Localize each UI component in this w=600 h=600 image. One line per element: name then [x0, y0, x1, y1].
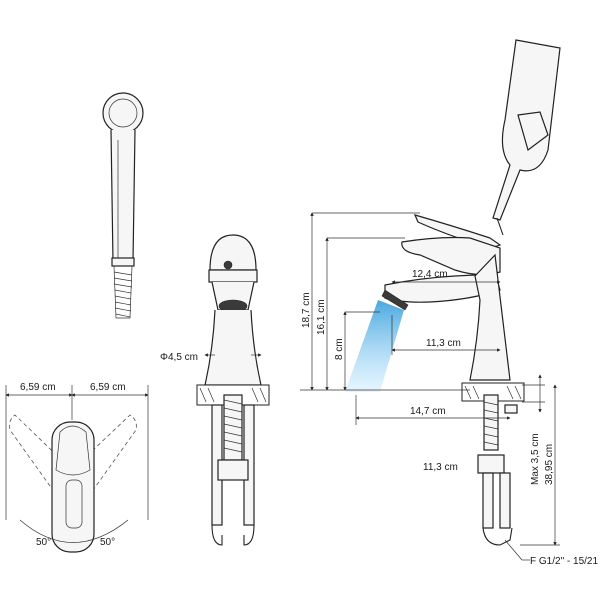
handle-reach-label: 12,4 cm — [412, 269, 448, 280]
connection-label: F G1/2" - 15/21 — [530, 556, 598, 567]
width-right-label: 6,59 cm — [90, 382, 126, 393]
aerator-height-label: 8 cm — [334, 338, 345, 360]
indicator-dot-icon — [223, 260, 233, 270]
thread-length-label: 38,95 cm — [544, 444, 555, 485]
faucet-side-view: 18,7 cm 16,1 cm 8 cm 12,4 cm 11,3 cm 14,… — [300, 39, 598, 567]
hand-shower-front-view — [102, 92, 144, 319]
angle-left-label: 50° — [36, 537, 51, 548]
diameter-label: Φ4,5 cm — [160, 352, 198, 363]
width-left-label: 6,59 cm — [20, 382, 56, 393]
angle-right-label: 50° — [100, 537, 115, 548]
spout-reach-label: 11,3 cm — [426, 338, 461, 349]
max-thickness-label: Max 3,5 cm — [530, 433, 541, 485]
hose-length-label: 11,3 cm — [423, 462, 458, 473]
faucet-front-view: Φ4,5 cm — [160, 234, 270, 546]
spout-height-label: 16,1 cm — [316, 299, 327, 335]
base-reach-label: 14,7 cm — [410, 406, 446, 417]
faucet-top-view: 50° 50° 6,59 cm 6,59 cm — [5, 382, 149, 553]
total-height-label: 18,7 cm — [301, 292, 312, 328]
water-stream — [345, 300, 404, 392]
